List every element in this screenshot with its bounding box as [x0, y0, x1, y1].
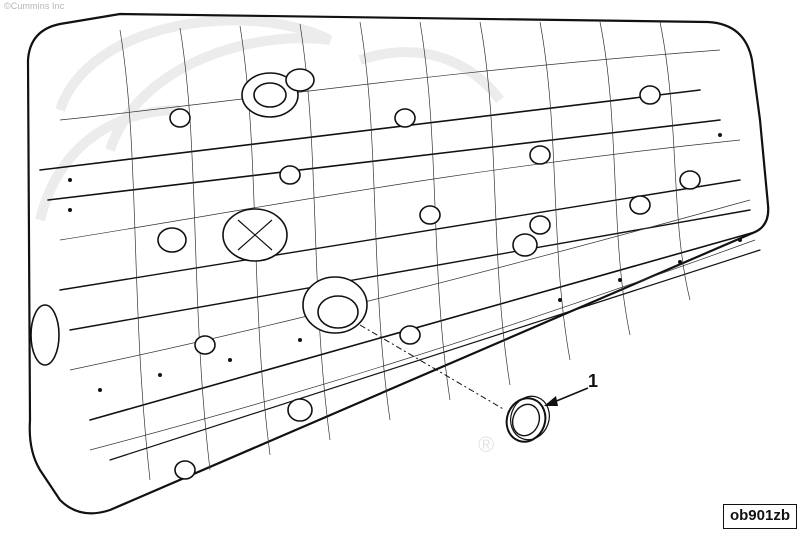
engine-block-outline — [26, 12, 770, 515]
copyright-notice: ©Cummins Inc — [4, 1, 65, 11]
figure-code-box: ob901zb — [722, 504, 797, 529]
registered-mark: ® — [478, 432, 494, 457]
bolt-holes — [68, 133, 742, 392]
callout-label-1: 1 — [588, 371, 598, 391]
port-features — [30, 68, 701, 480]
callout-leader-dashed — [359, 324, 506, 411]
callout-arrow — [544, 387, 589, 406]
seal-ring-part — [505, 395, 550, 443]
